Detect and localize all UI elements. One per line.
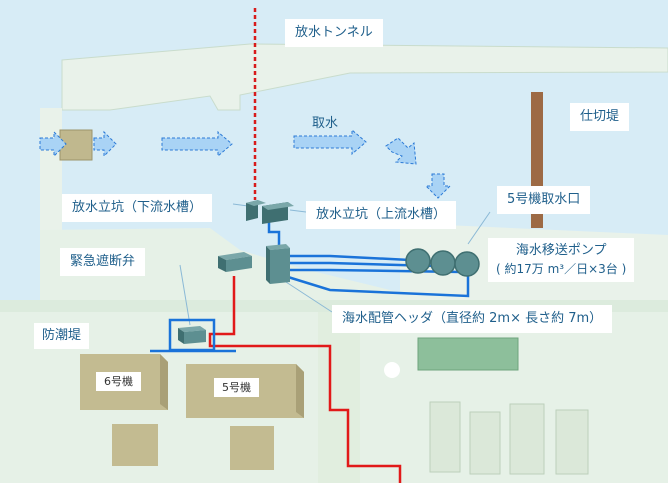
tank [384,362,400,378]
site-block [555,409,589,475]
leader-line [232,203,249,207]
flow-arrow [93,130,117,158]
site-road [318,312,360,483]
red-pipe [208,276,402,483]
shaft-upstream [262,202,294,224]
flow-arrow [39,130,67,158]
flow-arrow [161,130,233,158]
site-block [469,411,501,475]
blue-pipe [288,261,437,268]
unit5-intake-label: 5号機取水口 [497,186,591,214]
shaft-downstream [246,200,266,221]
header-pipe-unit [266,244,290,284]
blue-pipe [267,222,281,246]
transfer-pump [405,248,431,274]
leader-line [179,264,191,326]
turbine-hall [417,337,519,371]
emergency-valve [218,252,252,272]
unit5-label: 5号機 [214,378,259,397]
annex-building [112,424,158,466]
site-block [509,403,545,475]
seawall-equipment [178,326,206,344]
partition-label: 仕切堤 [570,103,630,131]
site-block [429,401,461,473]
north-breakwater [61,43,668,111]
transfer-pump [454,251,480,277]
pump-label-title: 海水移送ポンプ [515,243,607,258]
leader-line [285,281,333,313]
emergency-valve-label: 緊急遮断弁 [60,248,146,276]
shaft-downstream-label: 放水立坑（下流水槽） [62,194,213,222]
seawall-frame [168,318,216,352]
pump-label-capacity: ( 約17万 m³／日×3台 ) [496,262,627,276]
leader-line [467,211,491,245]
flow-arrow [424,173,452,199]
pump-label: 海水移送ポンプ ( 約17万 m³／日×3台 ) [488,238,635,282]
flow-arrow [385,137,417,165]
seawall-label: 防潮堤 [34,323,90,349]
intake-block [59,129,93,161]
unit6-label: 6号機 [96,372,141,391]
blue-pipe [287,275,470,298]
flow-arrow [293,128,367,156]
annex-building [230,426,274,470]
tunnel-label: 放水トンネル [285,19,383,47]
blue-pipe [288,254,411,262]
intake-label: 取水 [312,116,339,131]
header-pipe-label: 海水配管ヘッダ（直径約 2m× 長さ約 7m） [332,305,613,333]
shaft-upstream-label: 放水立坑（上流水槽） [306,201,457,229]
leader-line [289,209,307,213]
transfer-pump [430,250,456,276]
